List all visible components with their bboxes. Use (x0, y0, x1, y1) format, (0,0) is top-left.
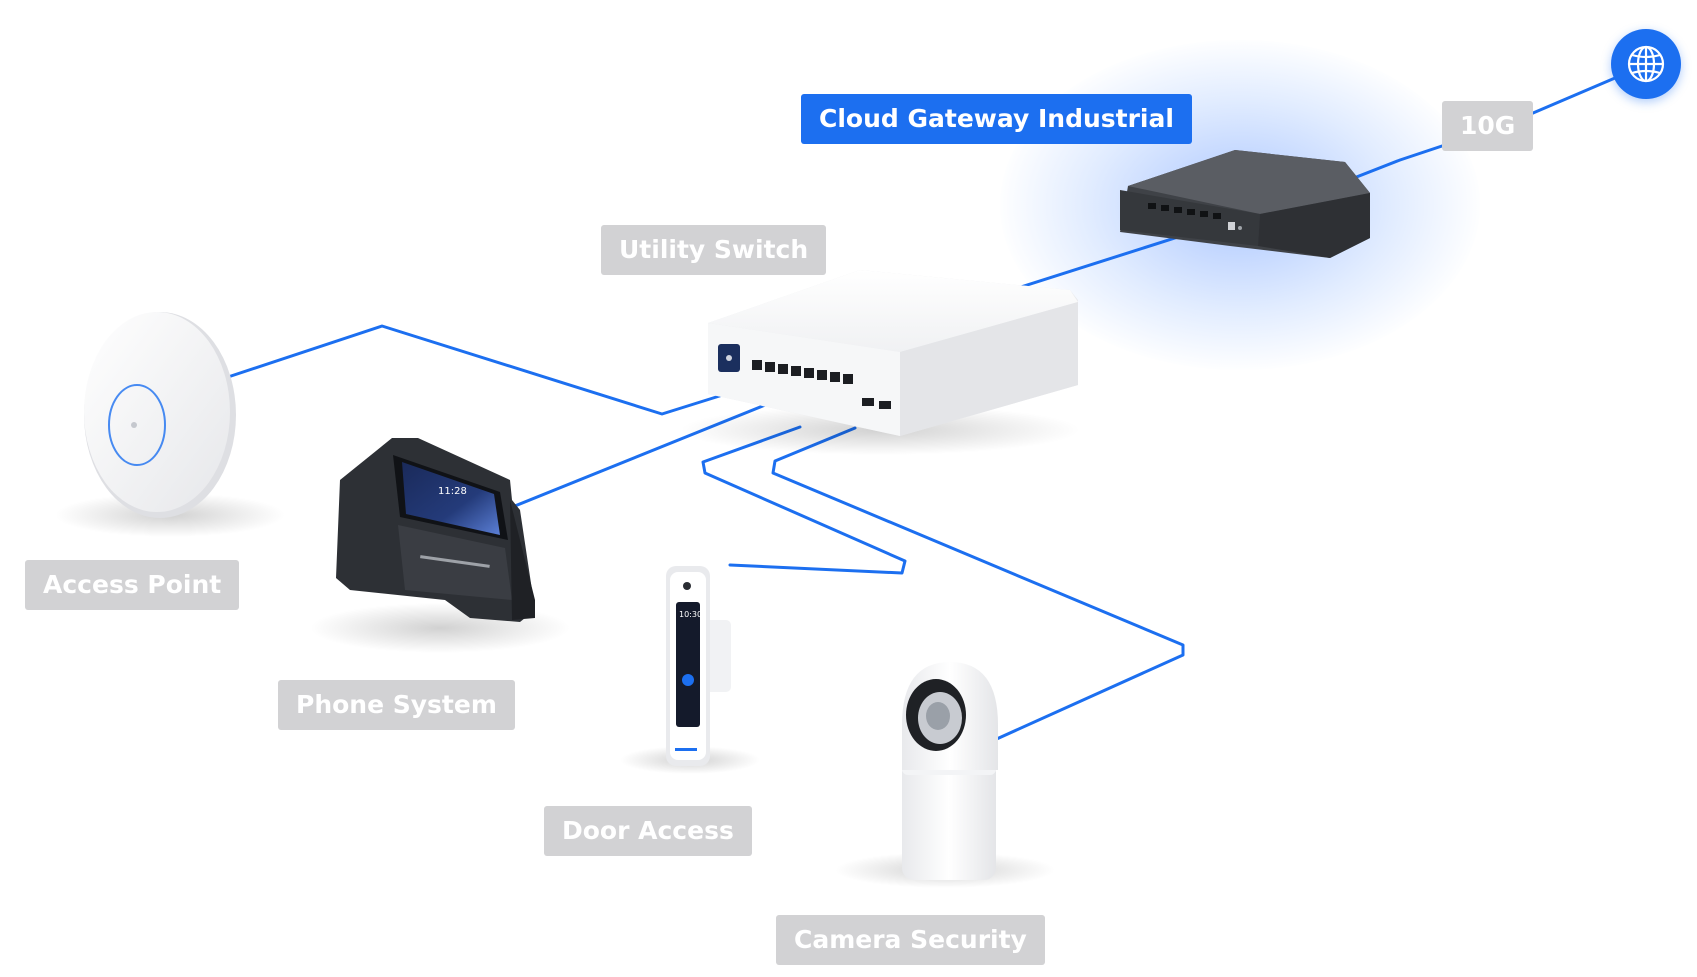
label-access-point[interactable]: Access Point (25, 560, 240, 610)
internet-globe[interactable] (1611, 29, 1681, 99)
label-utility-switch[interactable]: Utility Switch (601, 225, 827, 275)
access-point-device[interactable] (84, 312, 236, 518)
phone-device[interactable]: 11:28 (336, 438, 535, 622)
label-camera-security[interactable]: Camera Security (776, 915, 1045, 965)
label-cloud-gateway-industrial[interactable]: Cloud Gateway Industrial (801, 94, 1192, 144)
phone-screen-time: 11:28 (438, 486, 467, 497)
label-phone-system[interactable]: Phone System (278, 680, 515, 730)
link-switch-door (701, 425, 907, 575)
globe-icon (1627, 45, 1665, 83)
link-switch-camera (771, 426, 1185, 744)
link-switch-access-point (223, 324, 747, 416)
door-access-device[interactable]: 10:30 (666, 566, 731, 766)
camera-device[interactable] (902, 662, 998, 880)
cloud-gateway-device[interactable] (1120, 150, 1370, 258)
label-10g[interactable]: 10G (1442, 101, 1534, 151)
utility-switch-device[interactable] (708, 270, 1078, 436)
door-screen-time: 10:30 (679, 610, 702, 619)
label-door-access[interactable]: Door Access (544, 806, 752, 856)
